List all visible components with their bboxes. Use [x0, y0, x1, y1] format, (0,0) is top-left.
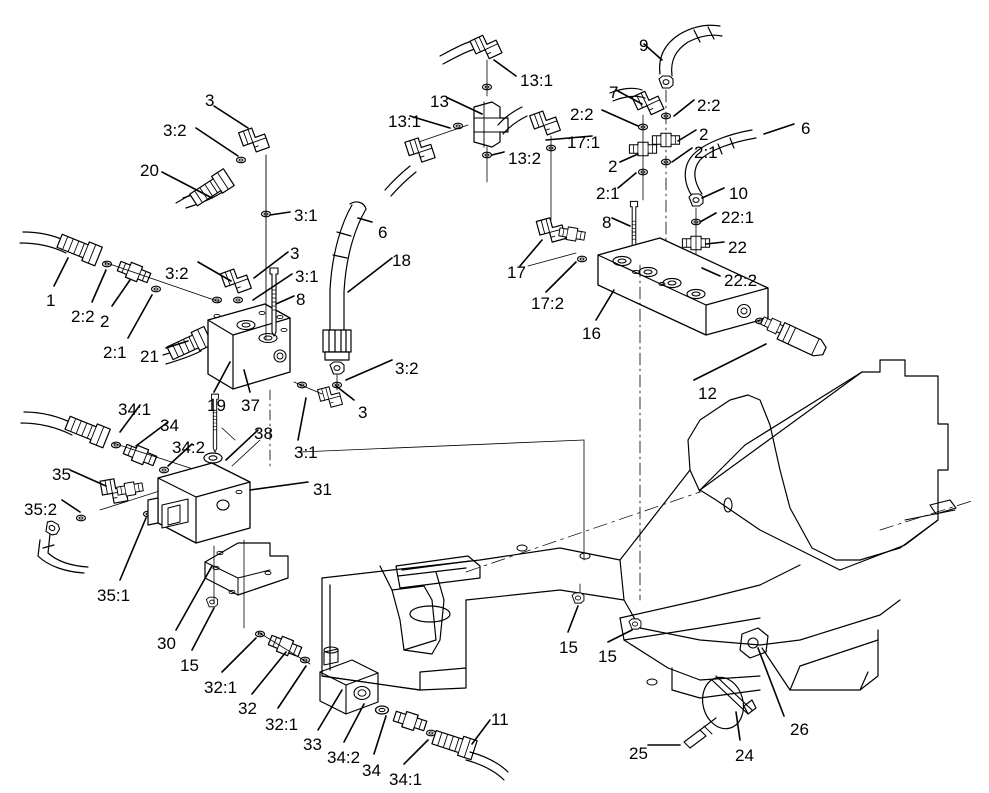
callout-3-2: 3:2: [163, 121, 187, 140]
callout-17-2: 17:2: [531, 294, 565, 313]
callout-8: 8: [602, 213, 612, 232]
callout-19: 19: [207, 396, 226, 415]
machine-frame: [299, 359, 976, 749]
callout-3-2: 3:2: [165, 264, 189, 283]
callout-2-2: 2:2: [570, 105, 594, 124]
callout-3-1: 3:1: [294, 206, 318, 225]
callout-3-2: 3:2: [395, 359, 419, 378]
callout-26: 26: [790, 720, 809, 739]
callout-31: 31: [313, 480, 332, 499]
callout-13: 13: [430, 92, 449, 111]
manifold-16: [597, 237, 769, 336]
callout-3-1: 3:1: [294, 443, 318, 462]
callout-21: 21: [140, 347, 159, 366]
callout-22: 22: [728, 238, 747, 257]
callout-2: 2: [699, 125, 709, 144]
callout-15: 15: [598, 647, 617, 666]
valve-block-31: [147, 462, 251, 544]
hose-9: [659, 24, 723, 77]
callout-22-2: 22:2: [724, 271, 758, 290]
mount-plate-30: [204, 542, 289, 596]
callout-34-1: 34:1: [389, 770, 423, 789]
callout-37: 37: [241, 396, 260, 415]
valve-block-19: [207, 303, 291, 390]
hose-7: [609, 87, 646, 102]
block-33: [319, 646, 379, 715]
callout-13-2: 13:2: [508, 149, 542, 168]
callout-34-1: 34:1: [118, 400, 152, 419]
callout-3: 3: [205, 91, 215, 110]
hose-6-right: [684, 129, 757, 197]
callout-17-1: 17:1: [567, 133, 601, 152]
callout-11: 11: [491, 710, 509, 729]
callout-6: 6: [801, 119, 811, 138]
callout-15: 15: [559, 638, 578, 657]
callout-1: 1: [46, 291, 56, 310]
callout-2-1: 2:1: [694, 143, 718, 162]
callout-17: 17: [507, 263, 526, 282]
leader-lines: [53, 43, 795, 765]
callout-2-2: 2:2: [697, 96, 721, 115]
callout-12: 12: [698, 384, 717, 403]
callout-35-2: 35:2: [24, 500, 58, 519]
callout-34-2: 34:2: [327, 748, 361, 767]
callout-30: 30: [157, 634, 176, 653]
callout-2-1: 2:1: [103, 343, 127, 362]
callout-34-2: 34:2: [172, 438, 206, 457]
callout-35: 35: [52, 465, 71, 484]
plug-12: [776, 322, 827, 357]
callout-38: 38: [254, 424, 273, 443]
callout-20: 20: [140, 161, 159, 180]
callout-34: 34: [362, 761, 381, 780]
callout-9: 9: [639, 36, 649, 55]
callout-2: 2: [100, 312, 110, 331]
hose-6-18: [322, 201, 367, 361]
hose-341: [20, 411, 75, 436]
callout-2-1: 2:1: [596, 184, 620, 203]
hose-11: [465, 751, 509, 781]
callout-33: 33: [303, 735, 322, 754]
callout-25: 25: [629, 744, 648, 763]
callout-3-1: 3:1: [295, 267, 319, 286]
callout-13-1: 13:1: [388, 112, 422, 131]
hose-171: [497, 106, 528, 135]
callout-18: 18: [392, 251, 411, 270]
callout-32: 32: [238, 699, 257, 718]
callout-3: 3: [290, 244, 300, 263]
callout-34: 34: [160, 416, 179, 435]
callout-10: 10: [729, 184, 748, 203]
callout-2-2: 2:2: [71, 307, 95, 326]
callout-22-1: 22:1: [721, 208, 755, 227]
callout-13-1: 13:1: [520, 71, 554, 90]
callout-2: 2: [608, 157, 618, 176]
hose-35: [37, 533, 89, 574]
callout-15: 15: [180, 656, 199, 675]
tee-13: [473, 101, 509, 148]
hose-13-left: [384, 165, 417, 197]
callout-35-1: 35:1: [97, 586, 131, 605]
callout-16: 16: [582, 324, 601, 343]
callout-3: 3: [358, 403, 368, 422]
callout-6: 6: [378, 223, 388, 242]
callout-32-1: 32:1: [265, 715, 299, 734]
callout-8: 8: [296, 290, 306, 309]
callout-7: 7: [609, 83, 619, 102]
callout-24: 24: [735, 746, 754, 765]
callout-32-1: 32:1: [204, 678, 238, 697]
